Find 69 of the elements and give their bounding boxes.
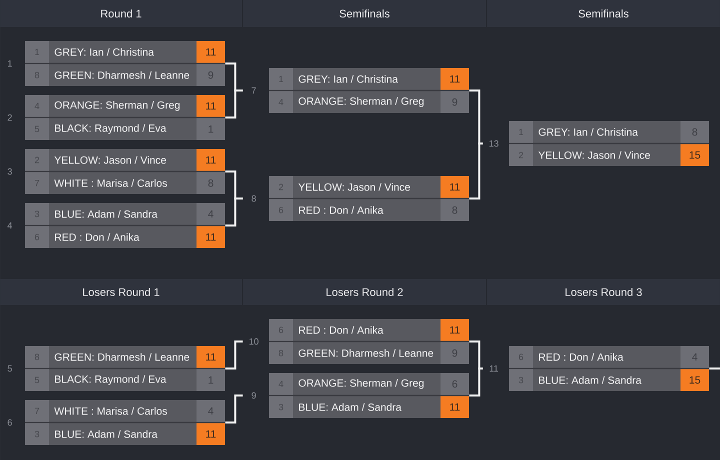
team-name: GREY: Ian / Christina <box>54 48 154 56</box>
team-name: ORANGE: Sherman / Greg <box>298 379 424 389</box>
team-name: GREEN: Dharmesh / Leanne <box>298 349 434 357</box>
node-label: Semifinals <box>578 9 628 18</box>
team-name: ORANGE: Sherman / Greg <box>54 101 180 111</box>
bracket-line <box>469 340 483 370</box>
bracket-line <box>469 367 483 396</box>
column-header: Semifinals <box>243 0 486 27</box>
match-number: 8 <box>252 195 256 202</box>
node-label: Round 1 <box>101 9 142 18</box>
bracket-line <box>225 394 243 424</box>
team-name: RED : Don / Anika <box>299 326 384 334</box>
match-number: 9 <box>252 392 256 399</box>
match-number: 5 <box>8 365 12 372</box>
column-header: Round 1 <box>0 0 242 27</box>
team-name: BLACK: Raymond / Eva <box>55 375 166 385</box>
score-cell: 11 <box>196 423 225 445</box>
score-cell: 15 <box>680 369 709 391</box>
team-name: WHITE : Marisa / Carlos <box>54 179 167 187</box>
team-name: GREY: Ian / Christina <box>298 75 398 83</box>
node-label: Losers Round 3 <box>566 288 642 296</box>
match-number: 2 <box>8 114 12 121</box>
team-name: GREY: Ian / Christina <box>538 128 638 136</box>
team-name: GREEN: Dharmesh / Leanne <box>54 353 190 361</box>
team-name: BLUE: Adam / Sandra <box>55 210 158 218</box>
match-number: 13 <box>489 140 498 147</box>
bracket-line <box>469 142 483 200</box>
score-cell: 11 <box>440 176 469 198</box>
column-header: Losers Round 3 <box>487 278 720 305</box>
column-header: Semifinals <box>487 0 720 27</box>
team-name: BLUE: Adam / Sandra <box>55 430 158 438</box>
column-header: Losers Round 2 <box>243 278 486 305</box>
team-name: GREEN: Dharmesh / Leanne <box>54 71 190 79</box>
match-number: 7 <box>252 87 256 94</box>
team-name: BLUE: Adam / Sandra <box>539 376 642 384</box>
bracket-line <box>225 340 243 370</box>
team-name: RED : Don / Anika <box>539 353 624 361</box>
score-cell: 11 <box>196 226 225 248</box>
bracket-line <box>225 198 243 226</box>
score-cell: 11 <box>440 318 469 341</box>
team-name: RED : Don / Anika <box>55 233 140 241</box>
node-label: Losers Round 2 <box>326 288 403 296</box>
match-number: 1 <box>8 60 12 67</box>
team-name: YELLOW: Jason / Vince <box>538 151 650 159</box>
node-label: Losers Round 1 <box>83 288 160 296</box>
team-name: YELLOW: Jason / Vince <box>298 183 410 191</box>
team-name: BLACK: Raymond / Eva <box>55 124 166 134</box>
team-name: YELLOW: Jason / Vince <box>54 156 166 164</box>
score-cell: 11 <box>440 68 469 90</box>
score-cell: 15 <box>680 144 709 166</box>
score-cell: 11 <box>196 41 225 63</box>
score-cell: 11 <box>196 95 225 117</box>
bracket-line <box>225 90 243 118</box>
team-name: ORANGE: Sherman / Greg <box>298 97 424 107</box>
bracket-line <box>709 367 720 370</box>
score-cell: 11 <box>196 346 225 368</box>
column-header: Losers Round 1 <box>0 278 242 305</box>
node-label: Semifinals <box>340 9 390 18</box>
team-name: WHITE : Marisa / Carlos <box>54 407 167 415</box>
bracket-line <box>469 90 483 144</box>
match-number: 11 <box>490 365 498 372</box>
match-number: 6 <box>8 419 12 426</box>
score-cell: 11 <box>196 149 225 171</box>
team-name: RED : Don / Anika <box>299 206 384 214</box>
match-number: 10 <box>250 338 258 345</box>
match-number: 4 <box>8 222 12 229</box>
team-name: BLUE: Adam / Sandra <box>299 403 402 411</box>
score-cell: 11 <box>440 396 469 418</box>
match-number: 3 <box>8 168 12 175</box>
